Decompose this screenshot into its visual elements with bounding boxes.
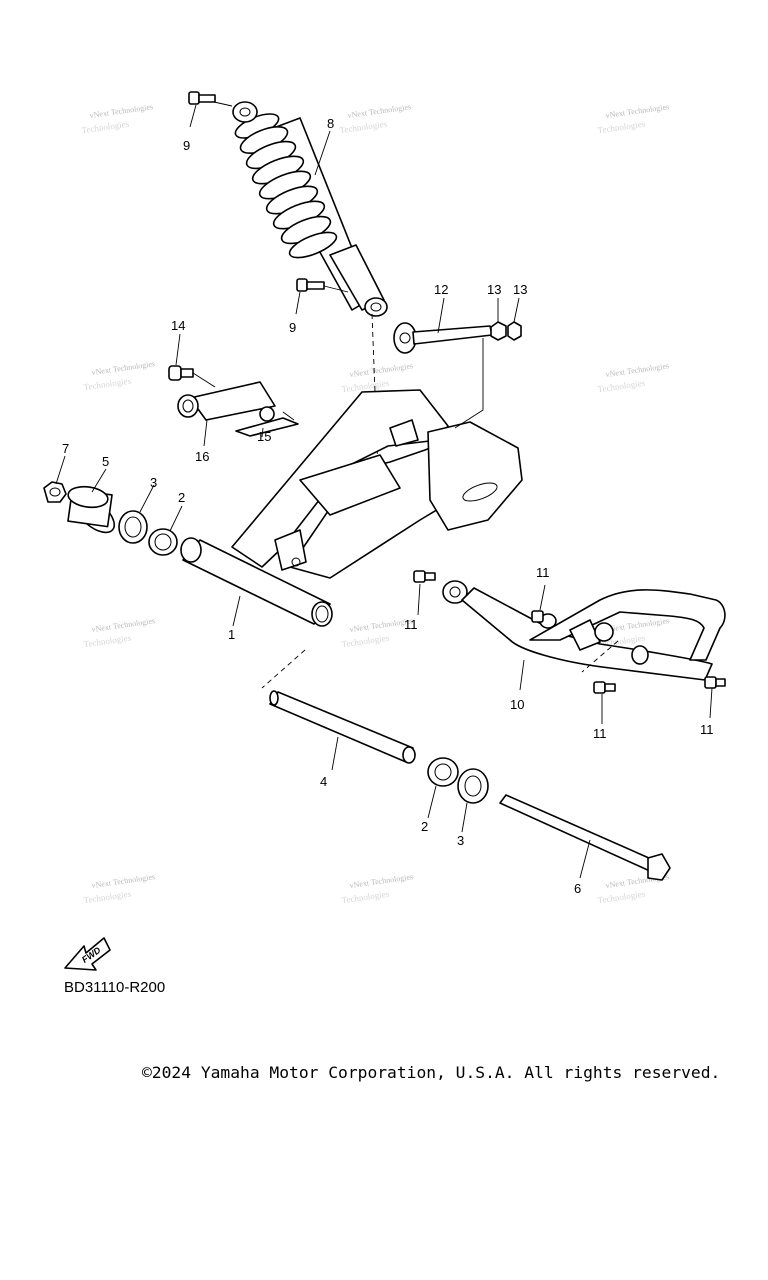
- callout-2: 2: [421, 819, 428, 834]
- bushing-left: [148, 528, 178, 556]
- rear-swingarm: [180, 389, 523, 689]
- callout-16: 16: [195, 449, 209, 464]
- callout-10: 10: [510, 697, 524, 712]
- callout-13: 13: [487, 282, 501, 297]
- svg-text:Technologies: Technologies: [597, 119, 646, 136]
- callout-9: 9: [289, 320, 296, 335]
- guard-bolt: [593, 681, 616, 694]
- swingarm-pivot-collar: [67, 485, 116, 534]
- svg-text:Technologies: Technologies: [83, 376, 132, 393]
- callout-5: 5: [102, 454, 109, 469]
- diagram-reference-code: BD31110-R200: [64, 979, 166, 996]
- svg-text:Technologies: Technologies: [81, 119, 130, 136]
- shock-mount-bolt-lower: [296, 278, 349, 293]
- adjusting-nut: [507, 321, 522, 341]
- guard-bolt: [531, 610, 544, 623]
- callout-7: 7: [62, 441, 69, 456]
- callout-numbers: 1 2 2 3 3 4 5 6 7 8 9 9 10 11 11 11 11 1…: [62, 116, 714, 896]
- svg-text:vNext Technologies: vNext Technologies: [605, 102, 670, 120]
- oil-seal-right: [457, 768, 489, 804]
- forward-direction-arrow: FWD: [64, 937, 111, 971]
- svg-text:Technologies: Technologies: [83, 633, 132, 650]
- brake-rod-lever: [393, 322, 493, 354]
- guard-bolt: [413, 570, 436, 583]
- callout-3: 3: [150, 475, 157, 490]
- callout-4: 4: [320, 774, 327, 789]
- callout-11: 11: [593, 726, 607, 741]
- callout-9: 9: [183, 138, 190, 153]
- guard-bolt: [704, 676, 726, 689]
- callout-13: 13: [513, 282, 527, 297]
- svg-text:Technologies: Technologies: [341, 633, 390, 650]
- lock-nut: [490, 321, 507, 341]
- callout-11: 11: [700, 722, 714, 737]
- svg-text:Technologies: Technologies: [597, 889, 646, 906]
- svg-text:Technologies: Technologies: [597, 378, 646, 395]
- callout-15: 15: [257, 429, 271, 444]
- svg-text:Technologies: Technologies: [339, 119, 388, 136]
- svg-text:Technologies: Technologies: [341, 889, 390, 906]
- bushing-right: [427, 757, 459, 787]
- rear-guard-bar: [442, 580, 726, 681]
- callout-14: 14: [171, 318, 185, 333]
- pivot-bolt: [499, 794, 671, 881]
- swingarm-pivot-nut: [43, 481, 67, 503]
- oil-seal-left: [118, 510, 148, 544]
- svg-text:vNext Technologies: vNext Technologies: [349, 872, 414, 890]
- callout-1: 1: [228, 627, 235, 642]
- svg-text:vNext Technologies: vNext Technologies: [349, 361, 414, 379]
- copyright-notice: ©2024 Yamaha Motor Corporation, U.S.A. A…: [142, 1063, 721, 1082]
- callout-12: 12: [434, 282, 448, 297]
- callout-6: 6: [574, 881, 581, 896]
- callout-2: 2: [178, 490, 185, 505]
- pivot-shaft: [269, 690, 416, 764]
- callout-11: 11: [536, 565, 550, 580]
- svg-text:vNext Technologies: vNext Technologies: [605, 361, 670, 379]
- svg-text:vNext Technologies: vNext Technologies: [91, 872, 156, 890]
- svg-text:vNext Technologies: vNext Technologies: [89, 102, 154, 120]
- callout-11: 11: [404, 617, 418, 632]
- svg-text:vNext Technologies: vNext Technologies: [91, 616, 156, 634]
- svg-text:Technologies: Technologies: [83, 889, 132, 906]
- rear-shock-absorber: [204, 99, 388, 471]
- leader-lines: [55, 104, 713, 879]
- shock-mount-bolt-upper: [188, 91, 216, 105]
- callout-3: 3: [457, 833, 464, 848]
- chain-tensioner-bracket: [168, 365, 299, 437]
- svg-text:vNext Technologies: vNext Technologies: [91, 359, 156, 377]
- svg-text:vNext Technologies: vNext Technologies: [347, 102, 412, 120]
- svg-text:vNext Technologies: vNext Technologies: [605, 616, 670, 634]
- callout-8: 8: [327, 116, 334, 131]
